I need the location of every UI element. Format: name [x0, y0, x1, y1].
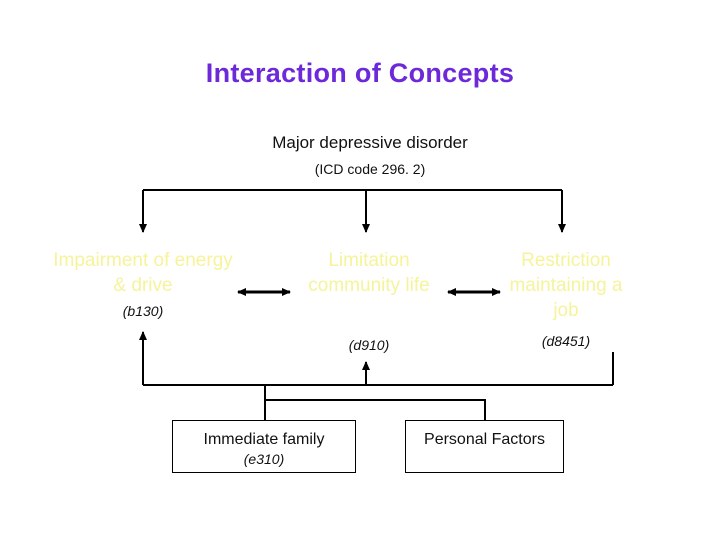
context-box-personal-factors-label: Personal Factors	[424, 431, 545, 448]
context-box-personal-factors: Personal Factors	[405, 420, 564, 473]
riser-personal-factors	[265, 399, 486, 420]
diagnosis-code: (ICD code 296. 2)	[314, 161, 426, 177]
concept-restriction-label: Restriction maintaining a job	[509, 250, 623, 321]
concept-impairment-label: Impairment of energy & drive	[53, 250, 233, 296]
context-box-immediate-family-code: (e310)	[243, 451, 285, 467]
concept-restriction-code: (d8451)	[541, 333, 591, 349]
concept-restriction: Restriction maintaining a job	[498, 248, 634, 323]
page-title: Interaction of Concepts	[205, 58, 515, 88]
context-box-immediate-family: Immediate family (e310)	[172, 420, 356, 473]
concept-limitation: Limitation community life	[295, 248, 443, 298]
concept-impairment: Impairment of energy & drive	[47, 248, 239, 298]
concept-limitation-label: Limitation community life	[308, 250, 430, 296]
concept-impairment-code: (b130)	[122, 303, 164, 319]
concept-limitation-code: (d910)	[348, 337, 390, 353]
diagnosis-label: Major depressive disorder	[272, 133, 468, 152]
context-box-immediate-family-label: Immediate family	[203, 431, 325, 448]
